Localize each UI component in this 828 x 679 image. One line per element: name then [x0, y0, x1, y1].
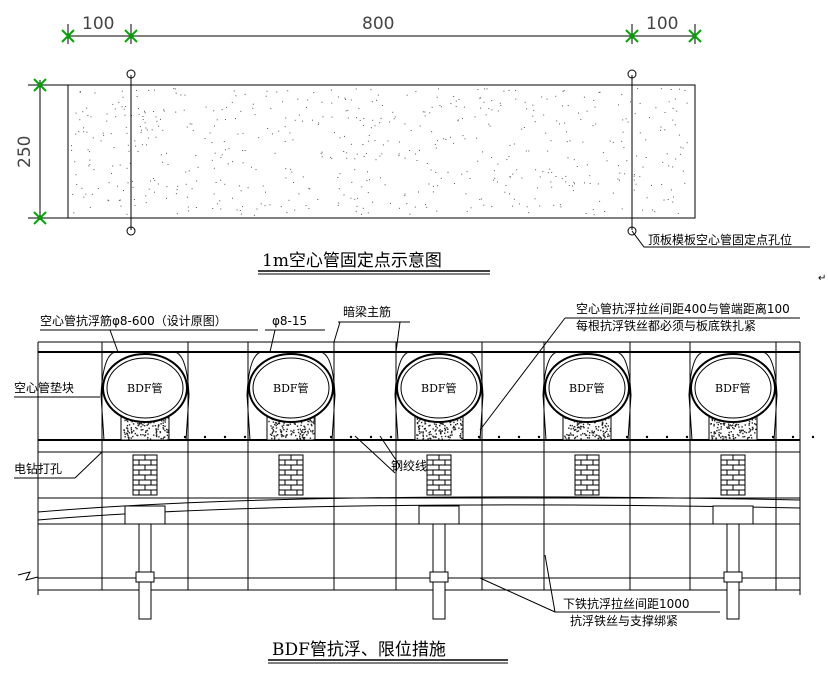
bottom-figure-title: BDF管抗浮、限位措施 — [272, 640, 446, 660]
label-leader — [479, 577, 556, 613]
break-mark — [17, 571, 39, 581]
hidden-beam-label: 暗梁主筋 — [343, 304, 391, 319]
support-post — [418, 505, 460, 620]
bdf-tube-label: BDF管 — [569, 381, 605, 395]
phi-bar-label: φ8-15 — [272, 314, 307, 328]
strand-label: 钢绞线 — [391, 458, 427, 473]
dim-height-text: 250 — [15, 136, 35, 168]
bdf-tube-label: BDF管 — [273, 381, 309, 395]
hole-label-leader — [631, 230, 810, 248]
drill-hole-label: 电钻打孔 — [14, 461, 62, 476]
bottom-note-1: 下铁抗浮拉丝间距1000 — [563, 596, 690, 611]
bdf-tube: BDF管 — [100, 351, 247, 496]
dim-left-text: 100 — [82, 14, 114, 34]
label-leader — [354, 435, 396, 474]
spacing-note-2: 每根抗浮铁丝都必须与板底铁扎紧 — [576, 318, 756, 333]
hole-label: 顶板模板空心管固定点孔位 — [648, 232, 792, 247]
fixing-hole — [126, 226, 136, 236]
top-figure: 100 800 100 250 顶板模板空心管固定点孔位 1m空心管固定点示意图… — [15, 14, 826, 284]
steel-strand — [37, 496, 801, 513]
bdf-tube-outline — [102, 353, 188, 423]
bdf-tube-label: BDF管 — [127, 381, 163, 395]
bdf-tube-label: BDF管 — [715, 381, 751, 395]
bdf-tube: BDF管 — [394, 351, 541, 496]
bottom-note-2: 抗浮铁丝与支撑绑紧 — [570, 613, 678, 628]
bdf-tube: BDF管 — [688, 351, 815, 496]
spacing-note-1: 空心管抗浮拉丝间距400与管端距离100 — [576, 301, 790, 316]
bdf-tube-outline — [396, 353, 482, 423]
dimension-tick-marks — [61, 29, 702, 43]
tube-group: BDF管 BDF管 BDF管 BDF管 BDF管 — [100, 351, 815, 620]
bdf-tube: BDF管 — [246, 351, 393, 496]
steel-strand — [37, 504, 801, 521]
bdf-tube-outline — [690, 353, 776, 423]
support-post — [124, 505, 166, 620]
anti-float-bar-label: 空心管抗浮筋φ8-600（设计原图） — [40, 313, 227, 328]
slab-plan — [67, 84, 696, 219]
label-leader — [544, 554, 556, 613]
bdf-tube-label: BDF管 — [421, 381, 457, 395]
tube-pad-label: 空心管垫块 — [14, 380, 74, 395]
svg-text:↵: ↵ — [818, 273, 826, 284]
slab-speckle-texture — [71, 88, 688, 216]
label-leader — [269, 329, 276, 353]
label-leader — [74, 451, 103, 479]
support-post — [712, 505, 754, 620]
fixing-hole — [627, 226, 637, 236]
dim-right-text: 100 — [646, 14, 678, 34]
top-figure-title: 1m空心管固定点示意图 — [262, 251, 442, 271]
spacing-note-leader — [479, 317, 566, 431]
label-leader — [333, 321, 341, 343]
fixing-hole — [126, 69, 136, 79]
label-leader — [395, 321, 401, 353]
dim-middle-text: 800 — [362, 14, 394, 34]
bdf-tube-outline — [248, 353, 334, 423]
label-leader — [109, 329, 119, 353]
label-leader — [379, 435, 401, 467]
bdf-tube: BDF管 — [542, 351, 689, 496]
bdf-tube-outline — [544, 353, 630, 423]
fixing-hole — [627, 69, 637, 79]
